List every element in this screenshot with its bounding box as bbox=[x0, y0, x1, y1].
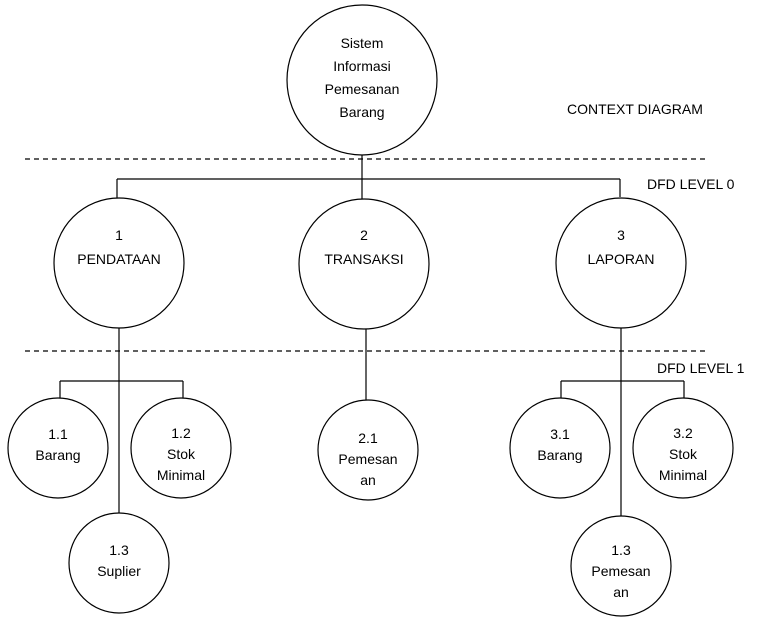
node-laporan-number: 3 bbox=[617, 227, 625, 243]
node-2-1-line-2: Pemesan bbox=[338, 451, 397, 467]
node-transaksi-number: 2 bbox=[360, 227, 368, 243]
node-root-circle bbox=[286, 4, 438, 156]
dfd-level-1-label: DFD LEVEL 1 bbox=[657, 360, 745, 376]
node-3-3-line-3: an bbox=[613, 584, 629, 600]
node-pendataan-label: PENDATAAN bbox=[77, 251, 161, 267]
node-3-3-circle bbox=[570, 515, 672, 617]
node-transaksi-circle bbox=[298, 198, 430, 330]
node-3-2-stok-minimal: 3.2 Stok Minimal bbox=[632, 397, 734, 499]
node-3-2-line-2: Stok bbox=[669, 446, 698, 462]
context-diagram-label: CONTEXT DIAGRAM bbox=[567, 101, 703, 117]
node-laporan: 3 LAPORAN bbox=[555, 197, 687, 329]
node-1-2-line-3: Minimal bbox=[157, 467, 205, 483]
node-3-2-circle bbox=[632, 397, 734, 499]
node-laporan-circle bbox=[555, 197, 687, 329]
node-3-2-number: 3.2 bbox=[673, 425, 693, 441]
node-1-1-circle bbox=[7, 397, 109, 499]
node-2-1-circle bbox=[317, 399, 419, 501]
node-1-3-suplier: 1.3 Suplier bbox=[68, 512, 170, 614]
node-1-2-circle bbox=[130, 397, 232, 499]
node-3-1-number: 3.1 bbox=[550, 426, 570, 442]
node-1-3-number: 1.3 bbox=[109, 542, 129, 558]
node-root-line-4: Barang bbox=[339, 104, 384, 120]
node-3-3-pemesanan: 1.3 Pemesan an bbox=[570, 515, 672, 617]
node-2-1-number: 2.1 bbox=[358, 430, 378, 446]
node-2-1-line-3: an bbox=[360, 472, 376, 488]
node-3-3-line-2: Pemesan bbox=[591, 563, 650, 579]
node-1-2-stok-minimal: 1.2 Stok Minimal bbox=[130, 397, 232, 499]
node-3-3-number: 1.3 bbox=[611, 542, 631, 558]
node-1-2-line-2: Stok bbox=[167, 446, 196, 462]
node-1-2-number: 1.2 bbox=[171, 425, 191, 441]
node-1-3-label: Suplier bbox=[97, 563, 141, 579]
node-transaksi: 2 TRANSAKSI bbox=[298, 198, 430, 330]
node-1-1-label: Barang bbox=[35, 447, 80, 463]
node-pendataan: 1 PENDATAAN bbox=[53, 197, 185, 329]
node-3-1-label: Barang bbox=[537, 447, 582, 463]
node-3-1-barang: 3.1 Barang bbox=[509, 397, 611, 499]
dfd-level-0-label: DFD LEVEL 0 bbox=[647, 176, 735, 192]
node-root-line-1: Sistem bbox=[341, 35, 384, 51]
node-3-1-circle bbox=[509, 397, 611, 499]
node-root-line-3: Pemesanan bbox=[325, 81, 400, 97]
node-3-2-line-3: Minimal bbox=[659, 467, 707, 483]
node-1-1-barang: 1.1 Barang bbox=[7, 397, 109, 499]
node-1-1-number: 1.1 bbox=[48, 426, 68, 442]
node-1-3-circle bbox=[68, 512, 170, 614]
node-laporan-label: LAPORAN bbox=[588, 251, 655, 267]
node-pendataan-circle bbox=[53, 197, 185, 329]
node-root-line-2: Informasi bbox=[333, 58, 391, 74]
node-root: Sistem Informasi Pemesanan Barang bbox=[286, 4, 438, 156]
node-transaksi-label: TRANSAKSI bbox=[324, 251, 403, 267]
node-2-1-pemesanan: 2.1 Pemesan an bbox=[317, 399, 419, 501]
node-pendataan-number: 1 bbox=[115, 227, 123, 243]
